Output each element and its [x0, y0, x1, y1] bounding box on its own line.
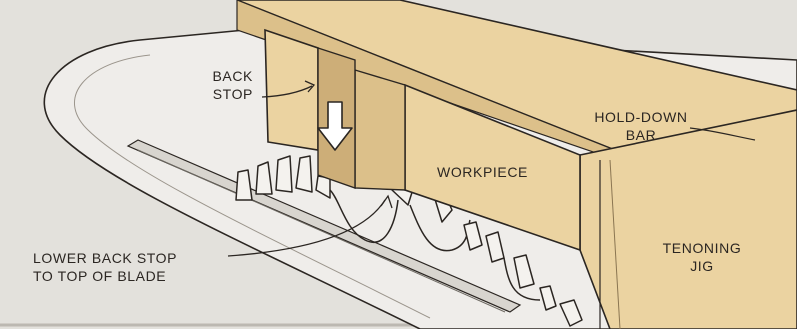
label-lower-back-stop: LOWER BACK STOP TO TOP OF BLADE — [33, 249, 177, 285]
label-tenoning-jig-line2: JIG — [656, 257, 748, 275]
label-tenoning-jig-line1: TENONING — [656, 239, 748, 257]
blade-tooth — [276, 156, 292, 192]
label-back-stop-line2: STOP — [195, 85, 253, 103]
label-lower-back-stop-line2: TO TOP OF BLADE — [33, 267, 177, 285]
workpiece-side — [355, 70, 405, 190]
label-lower-back-stop-line1: LOWER BACK STOP — [33, 249, 177, 267]
label-workpiece: WORKPIECE — [437, 163, 528, 181]
label-back-stop: BACK STOP — [195, 67, 253, 103]
label-workpiece-line1: WORKPIECE — [437, 163, 528, 181]
label-hold-down-bar-line1: HOLD-DOWN — [588, 108, 694, 126]
label-tenoning-jig: TENONING JIG — [656, 239, 748, 275]
label-back-stop-line1: BACK — [195, 67, 253, 85]
label-hold-down-bar-line2: BAR — [588, 126, 694, 144]
label-hold-down-bar: HOLD-DOWN BAR — [588, 108, 694, 144]
